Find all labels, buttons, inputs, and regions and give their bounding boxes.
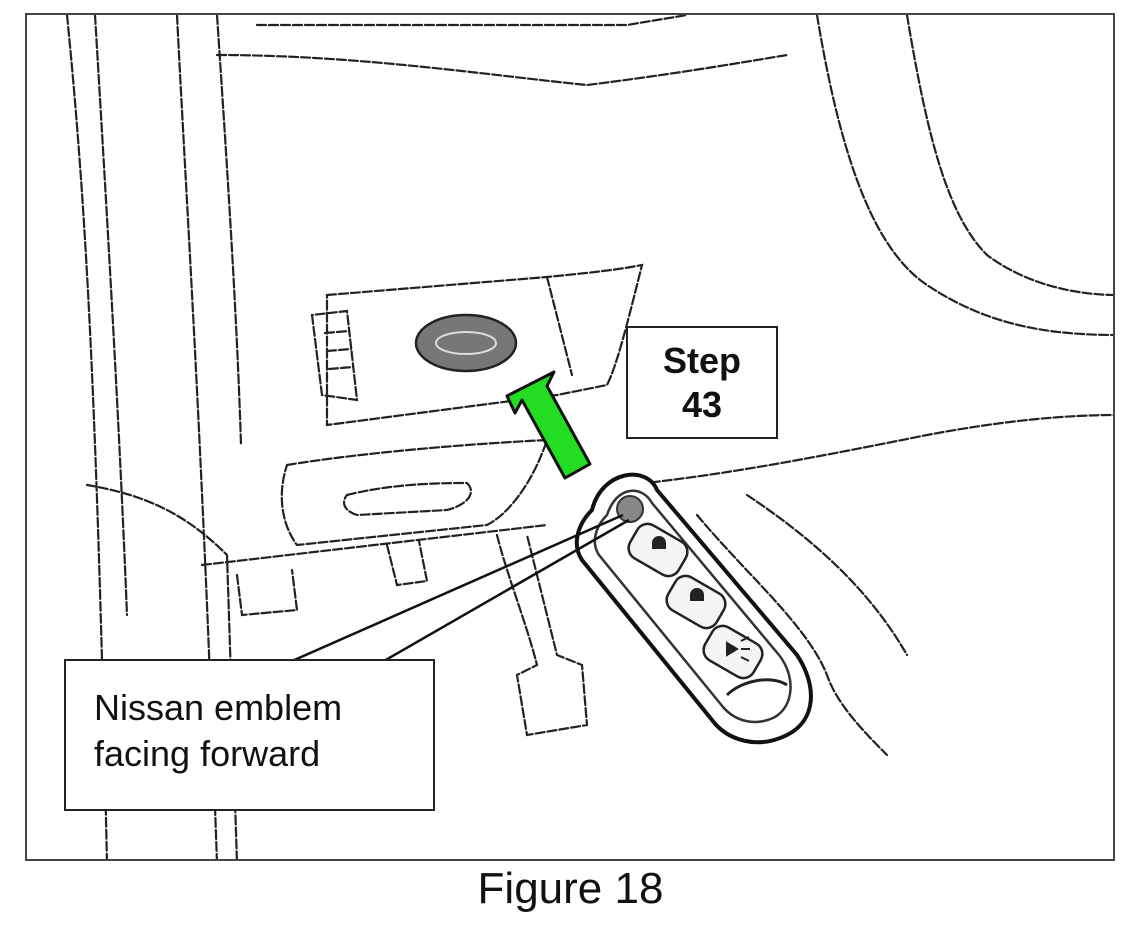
dash-lower-curve [625,413,1113,487]
dash-top-curve [215,53,789,87]
steering-column-line-2 [745,493,909,657]
dash-top-edge [255,15,689,27]
panic-icon [726,636,750,662]
lower-shelf [280,438,549,547]
leader-line-bottom [376,518,630,667]
side-grille [310,309,359,402]
pillar-line-4 [215,15,243,447]
figure-frame: Step 43 Nissan emblem facing forward [25,13,1115,861]
figure-caption: Figure 18 [477,864,664,913]
pillar-line-2 [93,15,129,617]
lower-panel-edge [85,483,238,859]
grille-slats [323,329,355,371]
lower-slot [342,481,472,517]
step-label-line1: Step [662,339,741,381]
emblem-inner-ring [435,331,497,355]
bracket-left [235,568,299,617]
unlock-icon [690,588,704,601]
dash-bottom-edge [200,523,549,567]
right-curve-outer [815,15,1113,337]
dashboard-illustration [65,15,1113,859]
emblem-label-line1: Nissan emblem [94,687,343,728]
step-callout-box: Step 43 [626,326,778,439]
leader-line-top [282,513,624,667]
nissan-emblem-icon [414,313,518,373]
steering-column-line [695,513,889,757]
key-slot-panel [325,263,644,427]
emblem-callout-box: Nissan emblem facing forward [64,659,435,811]
key-fob-icon [574,472,813,745]
push-start-pedal-icon [495,533,589,737]
bracket-right [385,539,429,587]
right-curve-inner [905,15,1113,297]
emblem-label-line2: facing forward [94,733,321,774]
lock-icon [652,536,666,549]
direction-arrow-icon [505,370,592,480]
step-label-line2: 43 [681,383,723,425]
slot-panel-divider [545,275,574,377]
